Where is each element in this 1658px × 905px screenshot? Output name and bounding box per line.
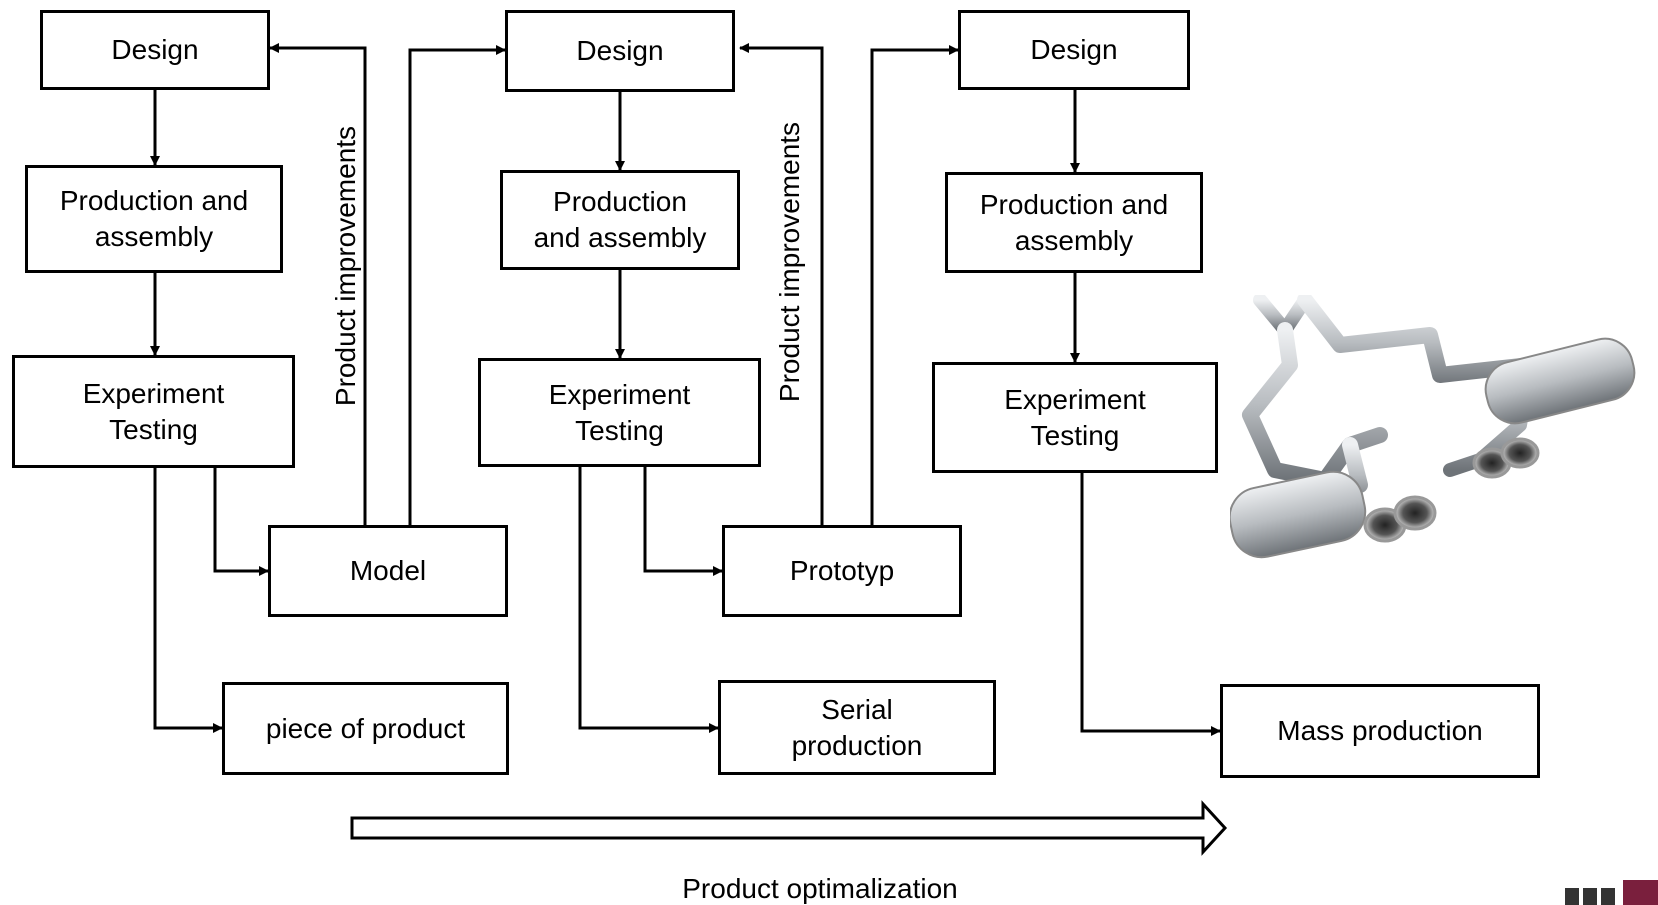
piece-of-product-box: piece of product xyxy=(222,682,509,775)
testing-box-2: Experiment Testing xyxy=(478,358,761,467)
serial-production-label: Serial production xyxy=(791,693,923,761)
arrow-model-feedback-to-design1 xyxy=(269,43,367,525)
optimization-caption: Product optimalization xyxy=(682,873,958,904)
testing-box-3-label: Experiment Testing xyxy=(1004,383,1146,451)
arrow-testing2-to-serial xyxy=(578,467,719,733)
design-box-1: Design xyxy=(40,10,270,90)
arrow-testing1-to-model xyxy=(213,468,269,576)
muffler-exhaust-icon xyxy=(1230,295,1636,559)
arrow-model-to-design2 xyxy=(408,45,506,525)
production-box-2-label: Production and assembly xyxy=(533,186,707,253)
production-box-2: Production and assembly xyxy=(500,170,740,270)
production-box-1: Production and assembly xyxy=(25,165,283,273)
optimization-arrow-icon xyxy=(350,800,1228,856)
mass-production-box: Mass production xyxy=(1220,684,1540,778)
design-box-2-label: Design xyxy=(576,35,664,66)
feedback-label-1: Product improvements xyxy=(330,125,361,407)
arrow-prototyp-to-design3 xyxy=(870,45,959,525)
arrow-testing2-to-prototyp xyxy=(643,467,723,576)
design-box-3: Design xyxy=(958,10,1190,90)
arrow-prototyp-feedback-to-design2 xyxy=(739,43,824,525)
design-box-1-label: Design xyxy=(111,34,199,65)
production-box-1-label: Production and assembly xyxy=(59,185,249,252)
serial-production-box: Serial production xyxy=(718,680,996,775)
design-box-3-label: Design xyxy=(1030,34,1118,65)
design-box-2: Design xyxy=(505,10,735,92)
testing-box-1: Experiment Testing xyxy=(12,355,295,468)
model-box-label: Model xyxy=(349,555,427,586)
mass-production-label: Mass production xyxy=(1277,715,1483,746)
arrow-testing3-to-mass xyxy=(1080,473,1221,736)
prototyp-box-label: Prototyp xyxy=(789,555,895,586)
production-box-3: Production and assembly xyxy=(945,172,1203,273)
testing-box-3: Experiment Testing xyxy=(932,362,1218,473)
feedback-label-2: Product improvements xyxy=(774,121,805,403)
arrow-testing1-to-piece xyxy=(153,468,223,733)
model-box: Model xyxy=(268,525,508,617)
corner-logo-icon xyxy=(1565,880,1658,905)
prototyp-box: Prototyp xyxy=(722,525,962,617)
piece-of-product-label: piece of product xyxy=(265,712,466,744)
production-box-3-label: Production and assembly xyxy=(979,188,1169,256)
testing-box-2-label: Experiment Testing xyxy=(548,378,691,446)
testing-box-1-label: Experiment Testing xyxy=(82,377,225,445)
